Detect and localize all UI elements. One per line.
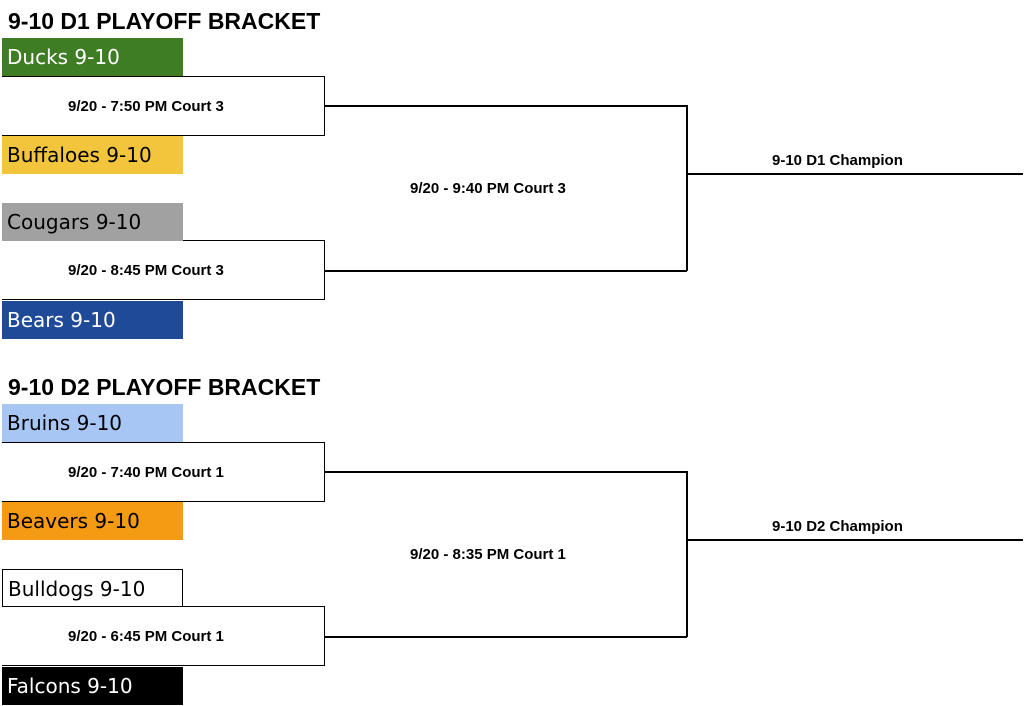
team-beavers: Beavers 9-10 (2, 502, 183, 540)
final-game-label: 9/20 - 8:35 PM Court 1 (410, 546, 566, 563)
bracket-d2: 9-10 D2 PLAYOFF BRACKET Bruins 9-10 Beav… (0, 366, 1024, 706)
bracket-title: 9-10 D1 PLAYOFF BRACKET (8, 8, 321, 34)
champion-line (686, 173, 1023, 175)
connector-line (325, 105, 687, 107)
game-box (2, 76, 325, 136)
game-label: 9/20 - 6:45 PM Court 1 (68, 628, 224, 645)
champion-label: 9-10 D1 Champion (772, 152, 903, 169)
connector-line (686, 471, 688, 637)
game-box (2, 442, 325, 502)
champion-label: 9-10 D2 Champion (772, 518, 903, 535)
champion-line (686, 539, 1023, 541)
game-label: 9/20 - 7:40 PM Court 1 (68, 464, 224, 481)
team-ducks: Ducks 9-10 (2, 38, 183, 76)
game-label: 9/20 - 7:50 PM Court 3 (68, 98, 224, 115)
connector-line (325, 471, 687, 473)
team-bruins: Bruins 9-10 (2, 404, 183, 442)
bracket-d1: 9-10 D1 PLAYOFF BRACKET Ducks 9-10 Buffa… (0, 0, 1024, 340)
connector-line (325, 636, 687, 638)
final-game-label: 9/20 - 9:40 PM Court 3 (410, 180, 566, 197)
team-cougars: Cougars 9-10 (2, 203, 183, 241)
team-bears: Bears 9-10 (2, 301, 183, 339)
connector-line (686, 105, 688, 271)
team-buffaloes: Buffaloes 9-10 (2, 136, 183, 174)
team-bulldogs: Bulldogs 9-10 (2, 569, 183, 607)
bracket-title: 9-10 D2 PLAYOFF BRACKET (8, 374, 321, 400)
connector-line (325, 270, 687, 272)
game-label: 9/20 - 8:45 PM Court 3 (68, 262, 224, 279)
team-falcons: Falcons 9-10 (2, 667, 183, 705)
